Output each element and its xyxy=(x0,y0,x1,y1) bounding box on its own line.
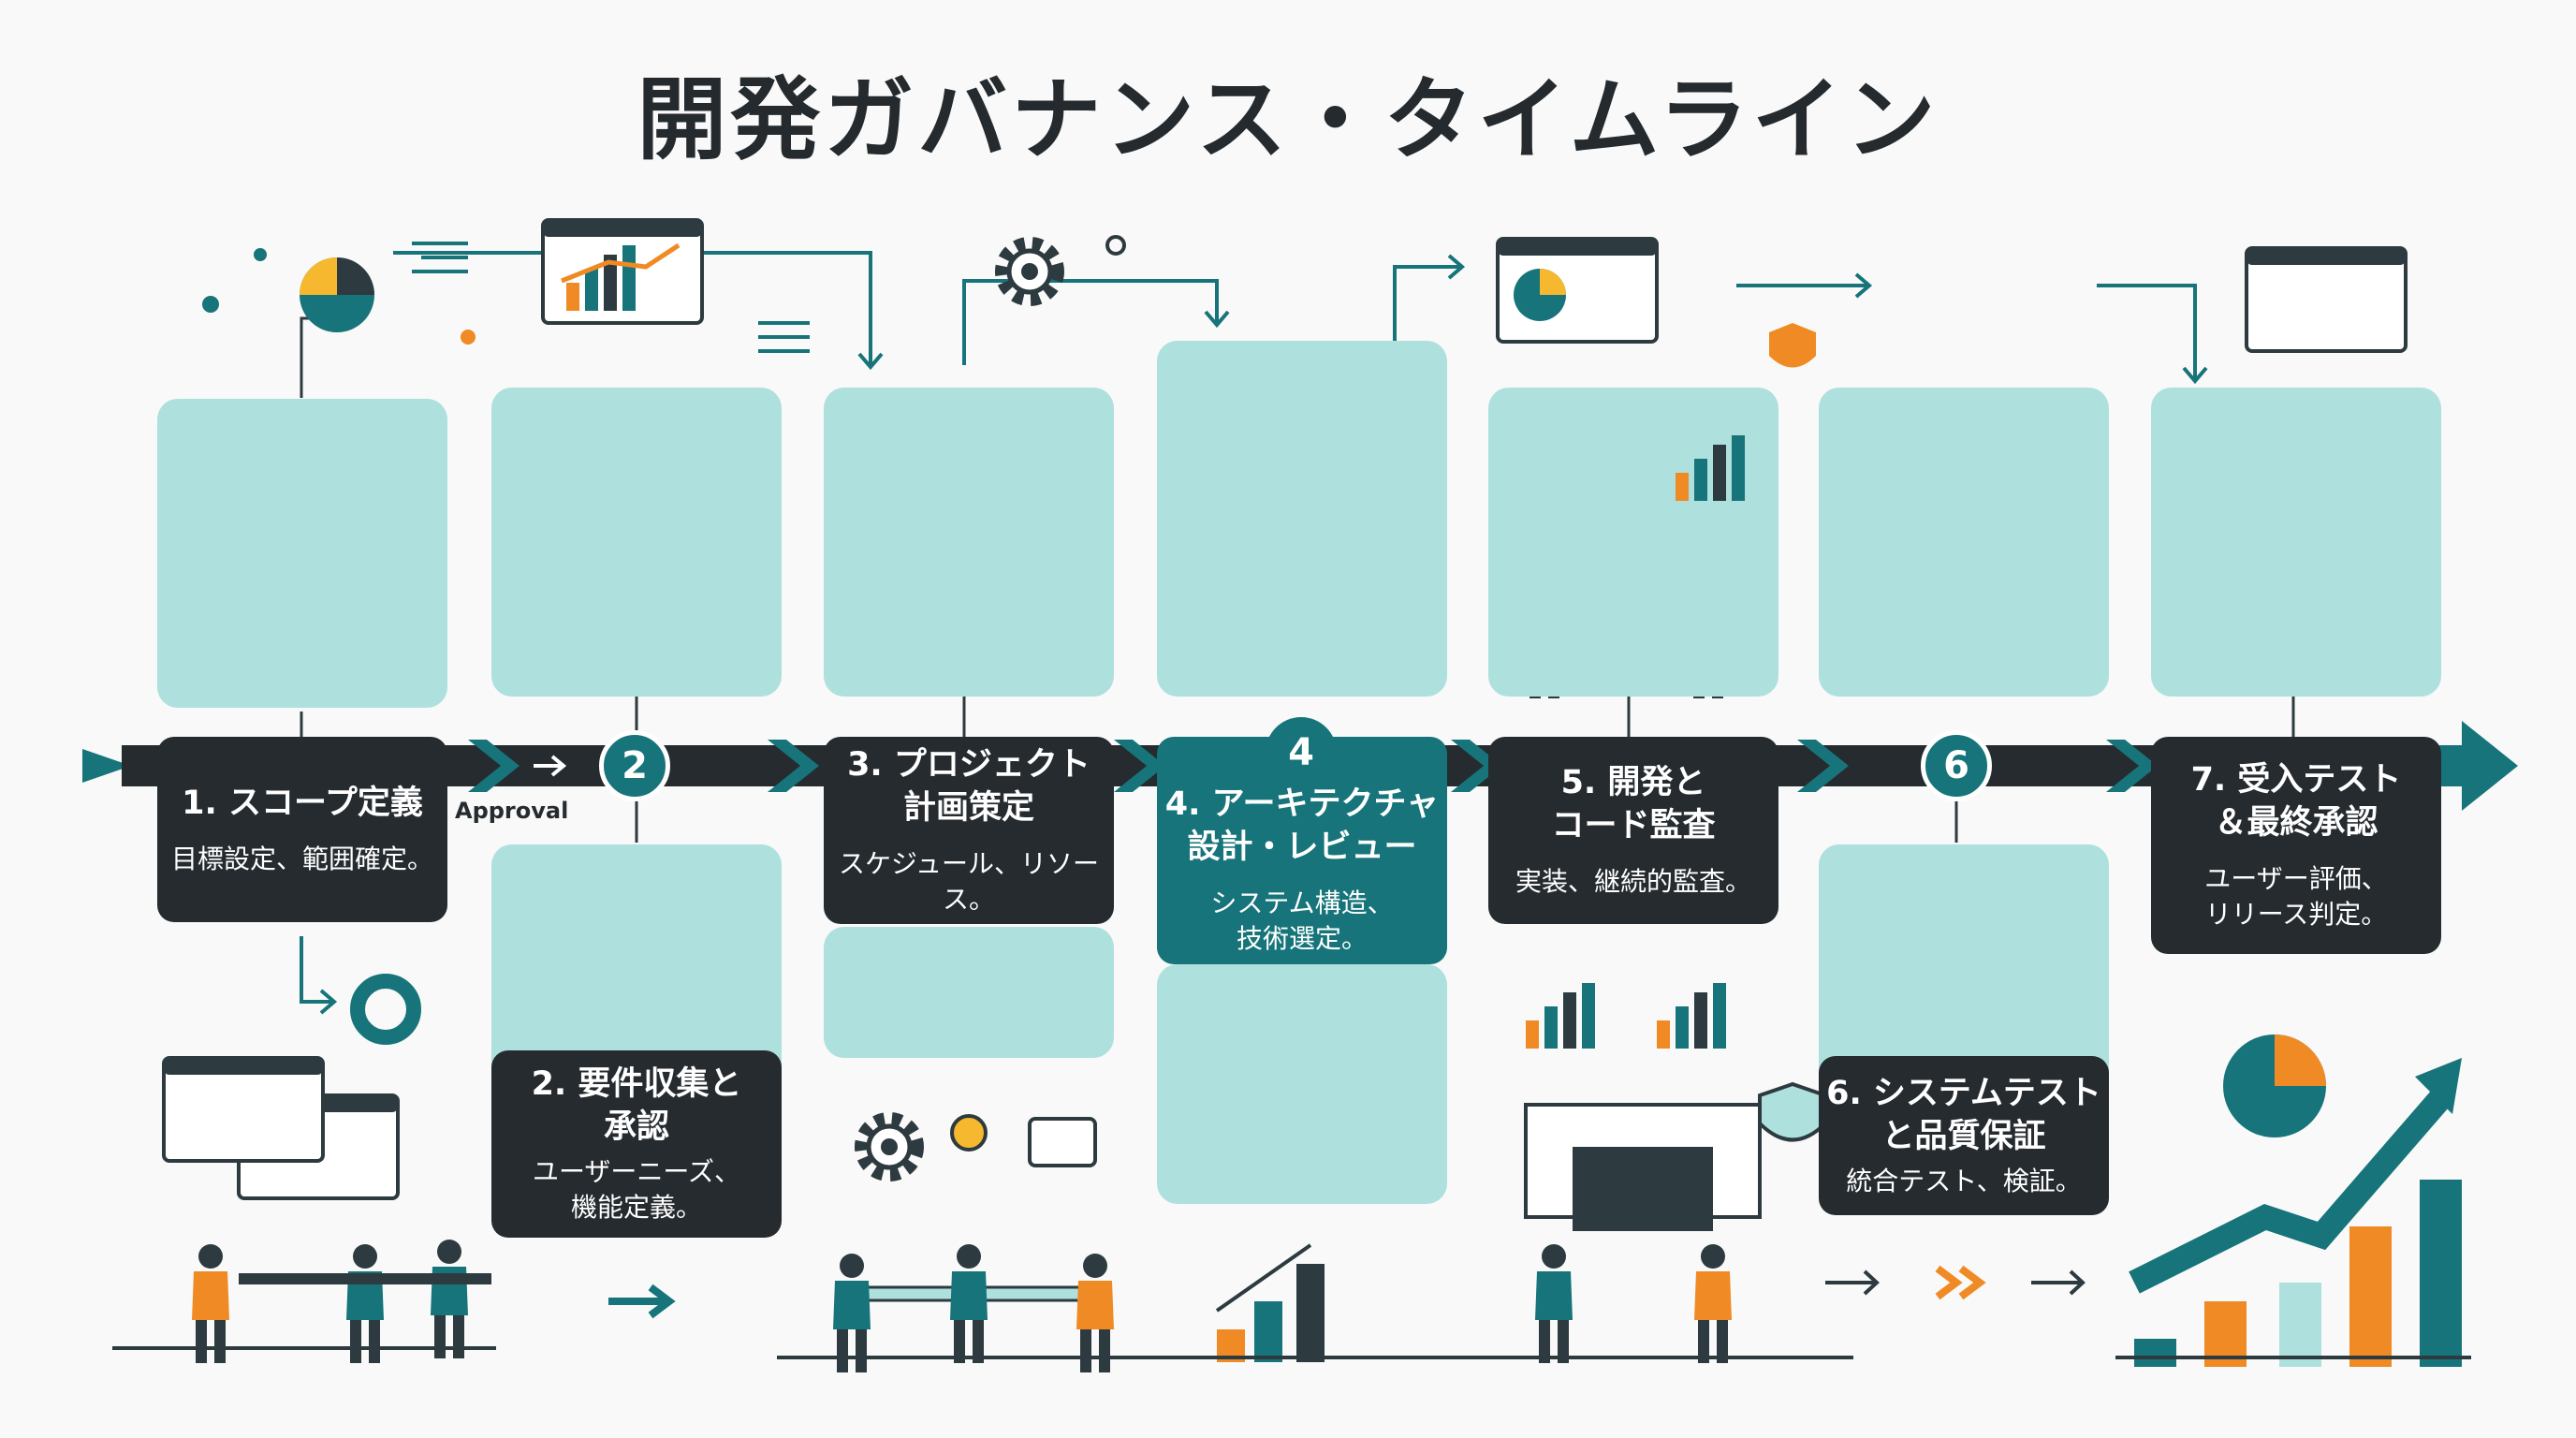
stage-6-title: 6. システムテスト と品質保証 xyxy=(1826,1075,2101,1155)
connector-lines xyxy=(300,316,2295,843)
stage-5-desc: 実装、継続的監査。 xyxy=(1515,866,1751,897)
shield-check-icon xyxy=(1758,1081,1827,1142)
lightbulb-icon xyxy=(950,1114,988,1152)
panel-architecture-top xyxy=(1157,341,1447,697)
stage-4-desc: システム構造、 技術選定。 xyxy=(1210,887,1394,954)
stage-3-desc: スケジュール、リソース。 xyxy=(838,848,1100,915)
stage-7-desc: ユーザー評価、 リリース判定。 xyxy=(2204,863,2388,930)
stage-2-requirements[interactable]: 2. 要件収集と 承認 ユーザーニーズ、 機能定義。 xyxy=(491,1050,782,1238)
stage-6-desc: 統合テスト、検証。 xyxy=(1846,1166,2082,1196)
stage-3-title: 3. プロジェクト 計画策定 xyxy=(847,746,1090,827)
stage-2-title: 2. 要件収集と 承認 xyxy=(531,1065,742,1146)
chat-icon xyxy=(1028,1117,1097,1167)
panel-acceptance xyxy=(2151,388,2441,697)
page-title: 開発ガバナンス・タイムライン xyxy=(637,67,1939,172)
stage-5-title: 5. 開発と コード監査 xyxy=(1551,764,1716,844)
rising-arrow-icon xyxy=(2129,1058,2462,1294)
bar-chart-icon xyxy=(541,218,704,325)
step-marker-2: 2 xyxy=(599,730,670,801)
stage-6-testing[interactable]: 6. システムテスト と品質保証 統合テスト、検証。 xyxy=(1819,1056,2109,1215)
panel-scope xyxy=(157,399,447,708)
lower-scenes xyxy=(112,974,2471,1372)
panel-development xyxy=(1488,388,1778,697)
panel-planning-bottom xyxy=(824,927,1114,1058)
stage-1-desc: 目標設定、範囲確定。 xyxy=(170,844,433,874)
pie-chart-icon xyxy=(350,974,421,1045)
stage-2-desc: ユーザーニーズ、 機能定義。 xyxy=(532,1156,741,1223)
stage-4-title: 4. アーキテクチャ 設計・レビュー xyxy=(1164,785,1440,866)
step-marker-6: 6 xyxy=(1921,730,1992,801)
stage-1-title: 1. スコープ定義 xyxy=(182,785,423,822)
stage-4-architecture[interactable]: 4. アーキテクチャ 設計・レビュー システム構造、 技術選定。 xyxy=(1157,737,1447,964)
panel-requirements-top xyxy=(491,388,782,697)
panel-testing-top xyxy=(1819,388,2109,697)
approval-label: Approval xyxy=(455,798,569,824)
stage-5-development[interactable]: 5. 開発と コード監査 実装、継続的監査。 xyxy=(1488,737,1778,924)
stage-1-scope[interactable]: 1. スコープ定義 目標設定、範囲確定。 xyxy=(157,737,447,922)
stage-3-planning[interactable]: 3. プロジェクト 計画策定 スケジュール、リソース。 xyxy=(824,737,1114,924)
stage-7-acceptance[interactable]: 7. 受入テスト ＆最終承認 ユーザー評価、 リリース判定。 xyxy=(2151,737,2441,954)
stage-7-title: 7. 受入テスト ＆最終承認 xyxy=(2190,761,2402,842)
pie-chart-icon xyxy=(300,257,374,332)
shield-check-icon xyxy=(1769,323,1816,368)
panel-architecture-bottom xyxy=(1157,964,1447,1204)
step-marker-4: 4 xyxy=(1266,717,1337,788)
panel-planning xyxy=(824,388,1114,697)
pie-chart-icon xyxy=(1496,237,1659,344)
